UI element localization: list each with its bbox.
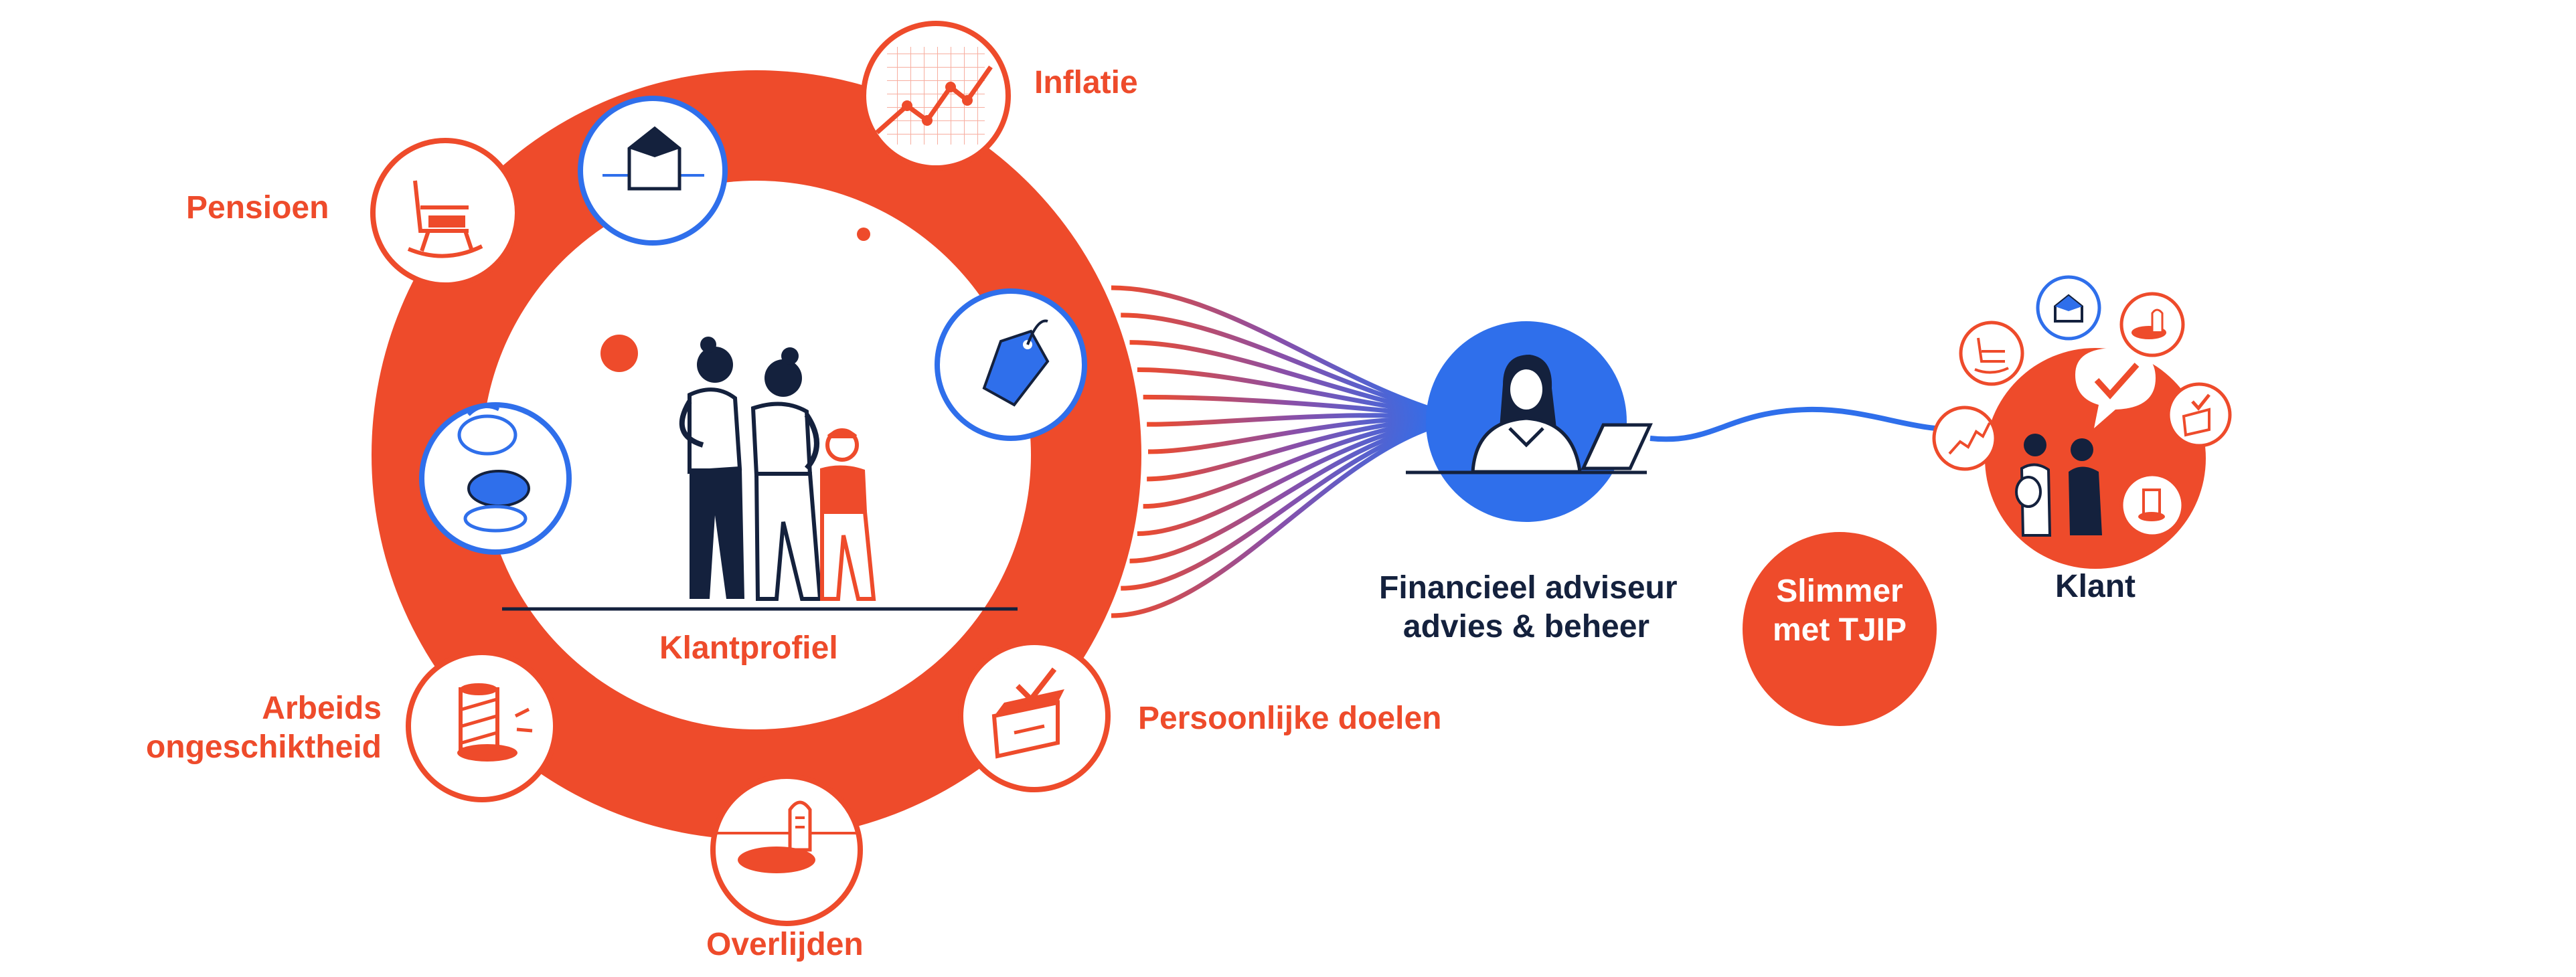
house-icon [578,96,728,246]
rising-chart-icon [861,21,1011,171]
fan-line [1147,416,1440,454]
label-arbeidsongeschiktheid: Arbeids ongeschiktheid [145,691,382,765]
fan-line [1143,394,1440,419]
connection-fan [1111,285,1441,618]
decor-dot [857,228,870,241]
label-klantprofiel: Klantprofiel [659,630,838,666]
fan-line [1143,418,1440,509]
small-rising-chart-icon [1932,406,1998,471]
fan-line [1137,419,1440,536]
fan-line [1111,285,1441,414]
slimmer-met-tjip-badge [1743,532,1937,726]
rocking-chair-icon [370,138,520,288]
label-klant: Klant [2055,569,2136,604]
label-pensioen: Pensioen [186,190,329,226]
small-rocking-chair-icon [1959,321,2024,386]
small-house-icon [2036,275,2101,341]
client-with-checkmark-icon [2015,348,2156,537]
advisor-client-link [1649,406,1976,442]
label-overlijden: Overlijden [706,927,864,962]
coins-icon [419,402,572,555]
fan-line [1111,422,1440,618]
gift-box-icon [958,640,1111,792]
small-bandaged-leg-icon [2119,472,2185,538]
client-node [1932,275,2232,569]
advisor-at-laptop-icon [1406,355,1653,474]
label-slimmer-met-tjip: Slimmer met TJIP [1772,573,1907,648]
fan-line [1121,313,1440,416]
gravestone-icon [710,774,863,926]
small-gravestone-icon [2119,292,2185,357]
fan-line [1129,420,1440,563]
fan-line [1129,340,1440,416]
label-persoonlijke-doelen: Persoonlijke doelen [1138,701,1442,736]
label-inflatie: Inflatie [1034,65,1138,100]
fan-line [1147,413,1440,427]
small-gift-box-icon [2166,382,2232,448]
advisor-node [1406,321,1653,522]
label-financieel-adviseur: Financieel adviseur advies & beheer [1379,570,1678,644]
fan-line [1147,417,1440,482]
decor-dot [600,335,638,372]
family-icon [679,337,876,601]
bandaged-leg-icon [406,650,558,802]
fan-line [1121,421,1440,591]
price-tag-icon [935,288,1087,441]
fan-line [1137,367,1440,418]
